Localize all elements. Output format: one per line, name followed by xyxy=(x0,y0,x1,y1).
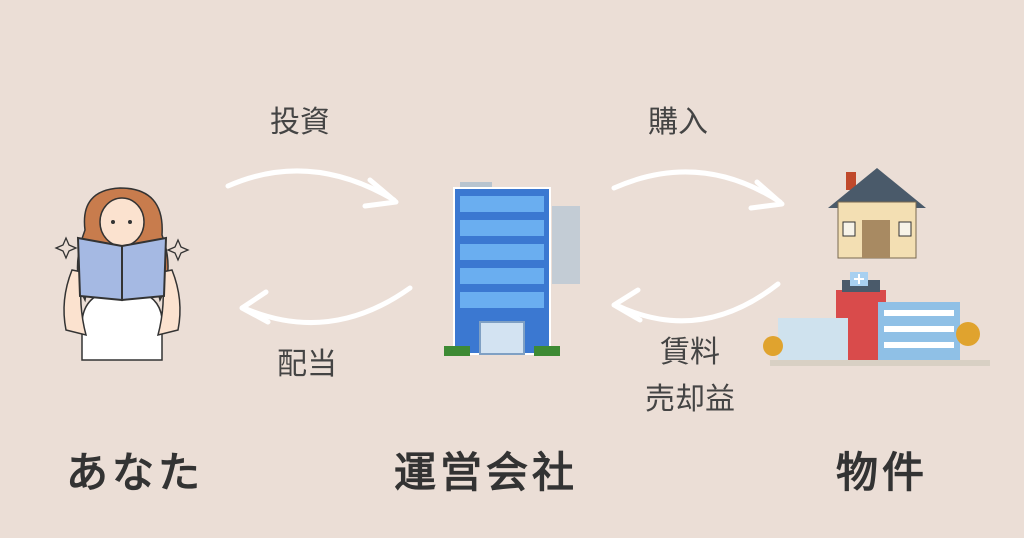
rent-label: 賃料 xyxy=(660,335,720,370)
invest-label: 投資 xyxy=(270,105,330,140)
invest-arrow xyxy=(225,168,397,203)
sale-profit-label: 売却益 xyxy=(645,382,735,417)
dividend-arrow xyxy=(241,285,413,325)
dividend-label: 配当 xyxy=(277,347,337,382)
rent-arrow xyxy=(613,281,781,324)
company-label: 運営会社 xyxy=(394,448,579,497)
purchase-arrowhead xyxy=(748,179,785,211)
dividend-arrowhead xyxy=(239,289,271,325)
property-label: 物件 xyxy=(836,448,929,497)
invest-arrowhead xyxy=(362,177,399,209)
purchase-arrow xyxy=(611,169,783,205)
rent-arrowhead xyxy=(611,287,643,323)
you-label: あなた xyxy=(66,448,205,497)
purchase-label: 購入 xyxy=(648,105,708,140)
